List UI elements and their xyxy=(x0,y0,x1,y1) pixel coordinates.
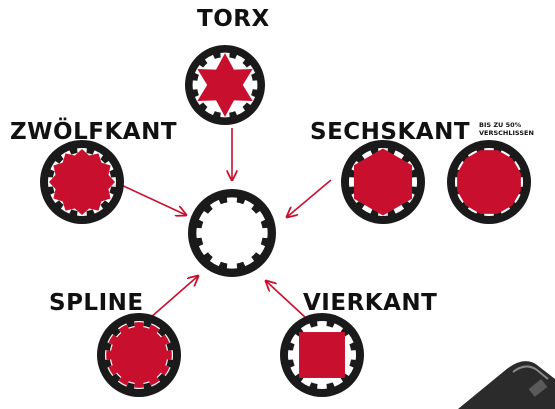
multi-spline-socket-icon-ring xyxy=(188,189,276,277)
worn-note-line1: BIS ZU 50% xyxy=(479,121,522,129)
worn-note-line2: VERSCHLISSEN xyxy=(479,129,534,137)
worn-hex-bolt-head-icon-fill xyxy=(457,150,521,214)
spline-bolt-head-icon-ring xyxy=(97,313,181,397)
torx-bolt-head-icon-fill xyxy=(197,53,253,117)
square-bolt-head-icon-fill xyxy=(299,332,345,378)
worn-hex-bolt-head-icon xyxy=(447,140,531,224)
hex-bolt-head-icon xyxy=(341,140,425,224)
twelve-point-bolt-head-icon xyxy=(40,140,124,224)
arrow-zwoelfkant xyxy=(116,182,186,215)
worn-note: BIS ZU 50% VERSCHLISSEN xyxy=(479,121,534,137)
sockets xyxy=(40,45,531,397)
spline-bolt-head-icon-fill xyxy=(106,322,172,388)
torx-bolt-head-icon-ring xyxy=(185,45,265,125)
torx-bolt-head-icon xyxy=(185,45,265,125)
hex-bolt-head-icon-fill xyxy=(353,148,413,216)
label-sechskant: SECHSKANT xyxy=(310,119,471,145)
label-vierkant: VIERKANT xyxy=(303,290,438,316)
label-zwoelfkant: ZWÖLFKANT xyxy=(10,119,178,145)
label-spline: SPLINE xyxy=(49,290,144,316)
arrow-spline xyxy=(149,276,198,319)
arrow-vierkant xyxy=(266,281,307,319)
twelve-point-bolt-head-icon-ring xyxy=(40,140,124,224)
arrow-sechskant xyxy=(287,179,332,217)
arrows xyxy=(116,128,332,319)
spline-bolt-head-icon xyxy=(97,313,181,397)
multi-spline-socket-icon xyxy=(188,189,276,277)
label-torx: TORX xyxy=(197,6,270,32)
twelve-point-bolt-head-icon-fill xyxy=(48,148,116,216)
square-bolt-head-icon xyxy=(280,313,364,397)
socket-tool-icon xyxy=(458,361,555,409)
